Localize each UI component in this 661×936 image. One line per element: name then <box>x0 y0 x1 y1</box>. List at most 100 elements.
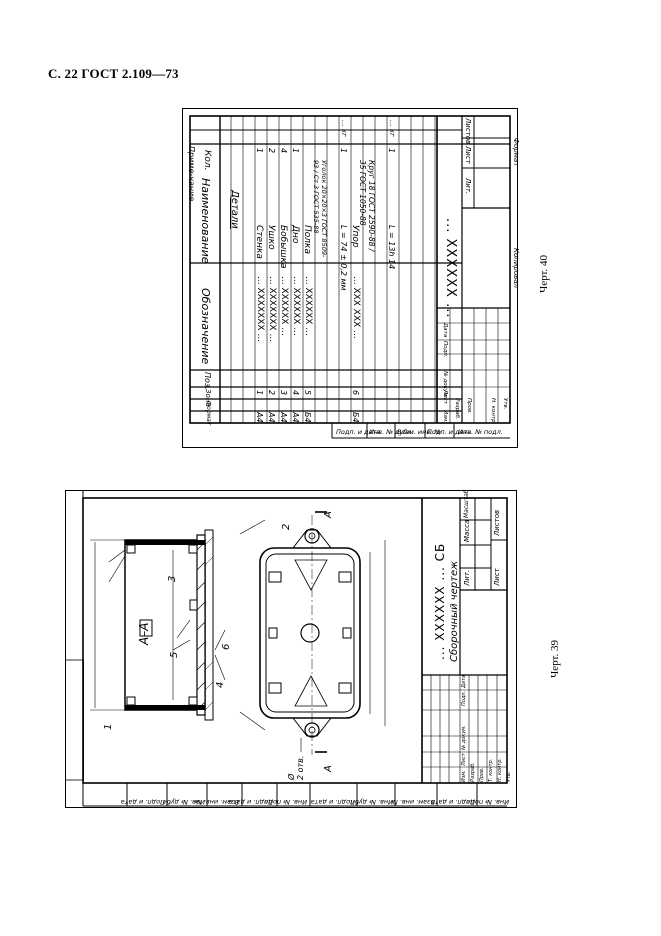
spec-tb-col-date: Дата <box>442 323 448 338</box>
spec-row-4-designation: ... XXXXXX ... <box>291 276 301 336</box>
caption-fig39: Черт. 39 <box>549 640 561 678</box>
spec-row-7-qty: 1 <box>339 148 348 154</box>
spec-row-3-qty: 4 <box>279 148 288 154</box>
spec-row-9-name: Круг 18 ГОСТ 2590-88 / 35 ГОСТ 1050-88 <box>358 160 376 252</box>
spec-strip-5: Подп. и дата <box>336 428 381 436</box>
spec-row-2-format: А4 <box>267 412 276 423</box>
spec-row-7-note: ... кг <box>340 120 348 137</box>
pos-3: 3 <box>167 575 178 582</box>
spec-header-note: Приме-чание <box>187 146 196 202</box>
assembly-strip-9: Инв. № дубл. <box>160 798 205 806</box>
assembly-scale: Масштаб <box>463 489 470 518</box>
spec-row-4-name: Дно <box>290 225 300 244</box>
assembly-sheets: Листов <box>493 509 501 536</box>
section-label: А–А <box>137 622 151 645</box>
spec-strip-2: Подп. и дата <box>427 428 472 436</box>
assembly-name: Сборочный чертеж <box>449 560 460 662</box>
spec-row-1-designation: ... XXXXXXX ... <box>255 276 265 343</box>
assembly-tb-role-3: Т. контр. <box>488 758 494 782</box>
spec-strip-1: Инв. № подл. <box>458 428 503 436</box>
spec-tb-role-1: Разраб. <box>454 398 460 420</box>
spec-row-5-pos: 5 <box>303 390 312 396</box>
cut-label-top: А <box>323 511 334 518</box>
spec-drawing: Приме-чание Кол. Наименование Обозначени… <box>182 108 520 448</box>
spec-header-pos: Поз. <box>203 372 212 390</box>
assembly-tb-col-doc: № докум. <box>461 725 467 750</box>
pos-6: 6 <box>221 643 232 650</box>
assembly-strip-2: Подп. и дата <box>430 798 475 806</box>
assembly-tb-col-sign: Подп. <box>461 690 467 706</box>
assembly-drawing: А–А 1 5 3 4 6 2 А А Ø 2 отв. ... XXXXXX … <box>65 489 517 808</box>
spec-row-1-pos: 1 <box>255 390 264 396</box>
assembly-lit: Лит. <box>463 569 471 586</box>
spec-row-2-name: Ушко <box>266 225 276 250</box>
spec-tb-col-sign: Подп. <box>442 341 448 358</box>
assembly-drawing-svg <box>65 490 517 808</box>
assembly-tb-col-list: Лист <box>461 753 467 766</box>
assembly-strip-5: Подп. и дата <box>310 798 355 806</box>
spec-row-5-format: Б4 <box>303 412 312 423</box>
spec-tb-role-3: Н. контр. <box>490 398 496 425</box>
pos-4: 4 <box>215 681 226 688</box>
spec-row-2-pos: 2 <box>267 390 276 396</box>
spec-row-10-qty: 1 <box>387 148 396 154</box>
spec-row-10-note: ... кг <box>388 120 396 137</box>
assembly-tb-col-izm: Изм. <box>461 770 467 782</box>
assembly-tb-role-5: Утв. <box>506 771 512 783</box>
spec-row-1-format: А4 <box>255 412 264 423</box>
cut-label-bottom: А <box>323 765 334 772</box>
assembly-strip-3: Взам. инв. № <box>390 798 435 806</box>
spec-row-3-designation: ... XXXXXX ... <box>279 276 289 336</box>
hole-note: Ø 2 отв. <box>287 755 305 780</box>
assembly-mass: Масса <box>463 519 471 542</box>
spec-tb-col-doc: № докум. <box>442 371 448 399</box>
assembly-strip-10: Подп. и дата <box>120 798 165 806</box>
spec-tb-role-2: Пров. <box>466 398 472 414</box>
spec-drawing-svg <box>182 108 518 448</box>
pos-5: 5 <box>169 651 180 658</box>
page-header: С. 22 ГОСТ 2.109—73 <box>48 66 179 81</box>
spec-header-name: Наименование <box>199 178 212 264</box>
assembly-tb-role-2: Пров. <box>479 767 485 782</box>
assembly-designation: ... XXXXXX ... СБ <box>433 542 447 660</box>
spec-row-7-name: L = 74 ± 0,2 мм <box>339 225 348 291</box>
assembly-tb-col-date: Дата <box>461 675 467 688</box>
spec-row-4-format: А4 <box>291 412 300 423</box>
spec-row-2-qty: 2 <box>267 148 276 154</box>
spec-row-3-name: Бобышка <box>278 225 288 269</box>
spec-row-3-format: А4 <box>279 412 288 423</box>
spec-row-10-name: L = 13h 14 <box>387 225 396 270</box>
spec-header-qty: Кол. <box>202 150 212 171</box>
section-view <box>90 519 266 731</box>
spec-strip-4: Инв. № дубл. <box>369 428 414 436</box>
spec-row-4-qty: 1 <box>291 148 300 154</box>
spec-title-sheet: Лист <box>464 146 472 164</box>
spec-header-format: Формат <box>205 401 212 426</box>
spec-tb-col-izm: Изм. <box>442 410 448 423</box>
spec-row-2-designation: ... XXXXXXX ... <box>267 276 277 343</box>
spec-title-lit: Лит. <box>464 178 472 195</box>
spec-row-8-designation: ... XXX XXX ... <box>351 276 361 339</box>
spec-title-format: Формат <box>512 138 520 167</box>
spec-row-3-pos: 3 <box>279 390 288 396</box>
spec-row-8-pos: 6 <box>351 390 360 396</box>
spec-row-6-name: Уголок 20×20×3 ГОСТ 8509-93 / Ст 3 ГОСТ … <box>312 160 328 258</box>
assembly-tb-role-1: Разраб. <box>470 762 476 782</box>
spec-header-designation: Обозначение <box>199 288 212 365</box>
assembly-strip-4: Инв. № дубл. <box>348 798 393 806</box>
spec-title-sheets: Листов <box>464 118 472 145</box>
assembly-tb-role-4: Н. контр. <box>497 758 503 782</box>
spec-row-5-designation: ... XXXXXX ... <box>303 276 313 336</box>
spec-row-1-name: Стенка <box>254 225 264 259</box>
spec-row-5-name: Полка <box>302 225 312 254</box>
spec-title-designation: ... XXXXXX ... <box>443 218 458 319</box>
spec-section-title: Детали <box>229 190 240 229</box>
spec-title-copied: Копировал <box>512 248 520 288</box>
spec-row-8-format: Б4 <box>351 412 360 423</box>
caption-fig40: Черт. 40 <box>538 255 550 293</box>
spec-tb-role-4: Утв. <box>502 398 508 410</box>
spec-row-4-pos: 4 <box>291 390 300 396</box>
spec-strip-3: Взам. инв. № <box>397 428 442 436</box>
pos-2: 2 <box>281 523 292 530</box>
plan-view <box>259 511 386 755</box>
